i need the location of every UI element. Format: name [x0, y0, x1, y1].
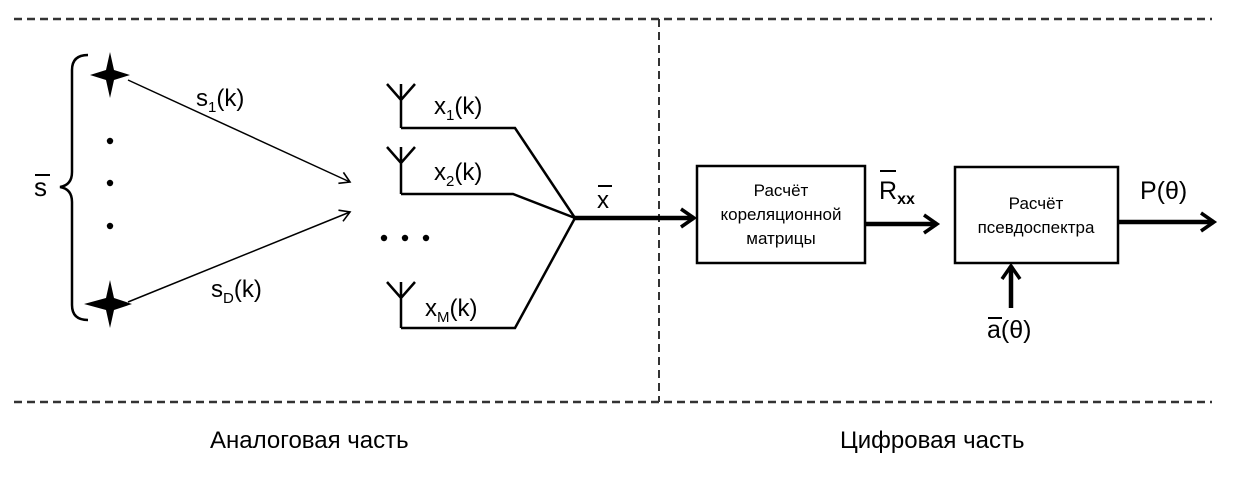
svg-text:a(θ): a(θ): [987, 316, 1031, 344]
antenna-M: [386, 217, 577, 330]
pseudospectrum-block-line-1: Расчёт: [1009, 194, 1064, 213]
rxx-label: Rxx: [879, 170, 915, 208]
signal-1-arrow: [127, 79, 352, 185]
antenna-1-icon: [386, 83, 416, 128]
antenna-2-label: x2(k): [434, 159, 482, 190]
correlation-block-line-2: кореляционной: [721, 205, 842, 224]
antenna-1: [386, 83, 577, 219]
signal-vector-label: x: [597, 185, 612, 214]
antenna-2-icon: [386, 146, 416, 194]
source-ellipsis-dot: [106, 137, 114, 145]
svg-text:Rxx: Rxx: [879, 177, 915, 208]
signal-D-label: sD(k): [211, 276, 262, 307]
svg-text:s: s: [34, 172, 47, 202]
pseudospectrum-output-label: P(θ): [1140, 177, 1187, 205]
signal-1-label: s1(k): [196, 85, 244, 116]
antenna-1-label: x1(k): [434, 93, 482, 124]
antenna-2: [386, 146, 576, 220]
antenna-M-icon: [386, 281, 416, 328]
correlation-block-line-3: матрицы: [746, 229, 815, 248]
antenna-M-label: xM(k): [425, 295, 477, 326]
correlation-block-line-1: Расчёт: [754, 181, 809, 200]
antenna-ellipsis-dot: [380, 234, 388, 242]
source-set-brace: [59, 53, 89, 322]
antenna-ellipsis-dot: [422, 234, 430, 242]
pseudospectrum-block-line-2: псевдоспектра: [978, 218, 1095, 237]
antenna-ellipsis-dot: [401, 234, 409, 242]
analog-section-label: Аналоговая часть: [210, 427, 409, 454]
digital-section-label: Цифровая часть: [840, 427, 1024, 454]
correlation-matrix-block: [695, 164, 867, 265]
steering-vector-label: a(θ): [987, 316, 1031, 344]
pseudospectrum-block: [953, 165, 1120, 265]
source-ellipsis-dot: [106, 179, 114, 187]
source-star-D-icon: [84, 280, 132, 328]
source-vector-label: s: [34, 172, 50, 202]
source-ellipsis-dot: [106, 222, 114, 230]
source-star-1-icon: [90, 52, 130, 98]
svg-text:x: x: [597, 187, 609, 214]
signal-D-arrow: [127, 209, 352, 303]
